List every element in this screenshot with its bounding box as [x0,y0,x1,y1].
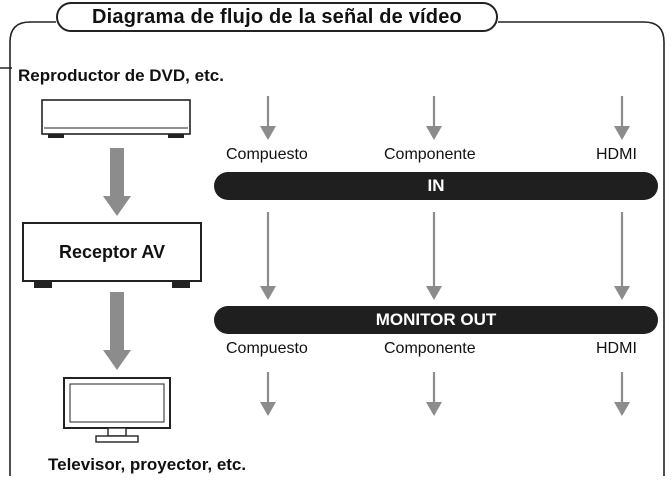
in-bus: IN [214,172,658,200]
output-label-component: Componente [384,340,476,357]
big-arrow-receiver-to-display [103,292,131,370]
display-label: Televisor, proyector, etc. [48,455,247,474]
output-label-hdmi: HDMI [596,340,637,357]
page-title: Diagrama de flujo de la señal de vídeo [56,2,498,32]
arrow-into-input-component [426,96,442,140]
dvd-player-icon [41,99,191,138]
in-bus-label: IN [427,176,445,195]
arrow-from-output-hdmi [614,372,630,416]
receiver-box: Receptor AV [22,222,202,282]
arrow-into-input-composite [260,96,276,140]
output-label-composite: Compuesto [226,340,308,357]
receiver-foot-right [172,282,190,288]
arrow-in-to-out-hdmi [614,212,630,300]
arrow-from-output-composite [260,372,276,416]
monitor-out-bus: MONITOR OUT [214,306,658,334]
arrow-in-to-out-component [426,212,442,300]
big-arrow-dvd-to-receiver [103,148,131,216]
signal-arrows [260,96,630,416]
receiver-foot-left [34,282,52,288]
monitor-out-bus-label: MONITOR OUT [375,310,497,329]
arrow-into-input-hdmi [614,96,630,140]
input-label-component: Componente [384,146,476,163]
arrow-in-to-out-composite [260,212,276,300]
source-label: Reproductor de DVD, etc. [18,66,224,85]
tv-icon [63,377,171,443]
input-label-hdmi: HDMI [596,146,637,163]
receiver-label: Receptor AV [58,242,166,262]
input-label-composite: Compuesto [226,146,308,163]
arrow-from-output-component [426,372,442,416]
diagram-frame [9,21,665,476]
